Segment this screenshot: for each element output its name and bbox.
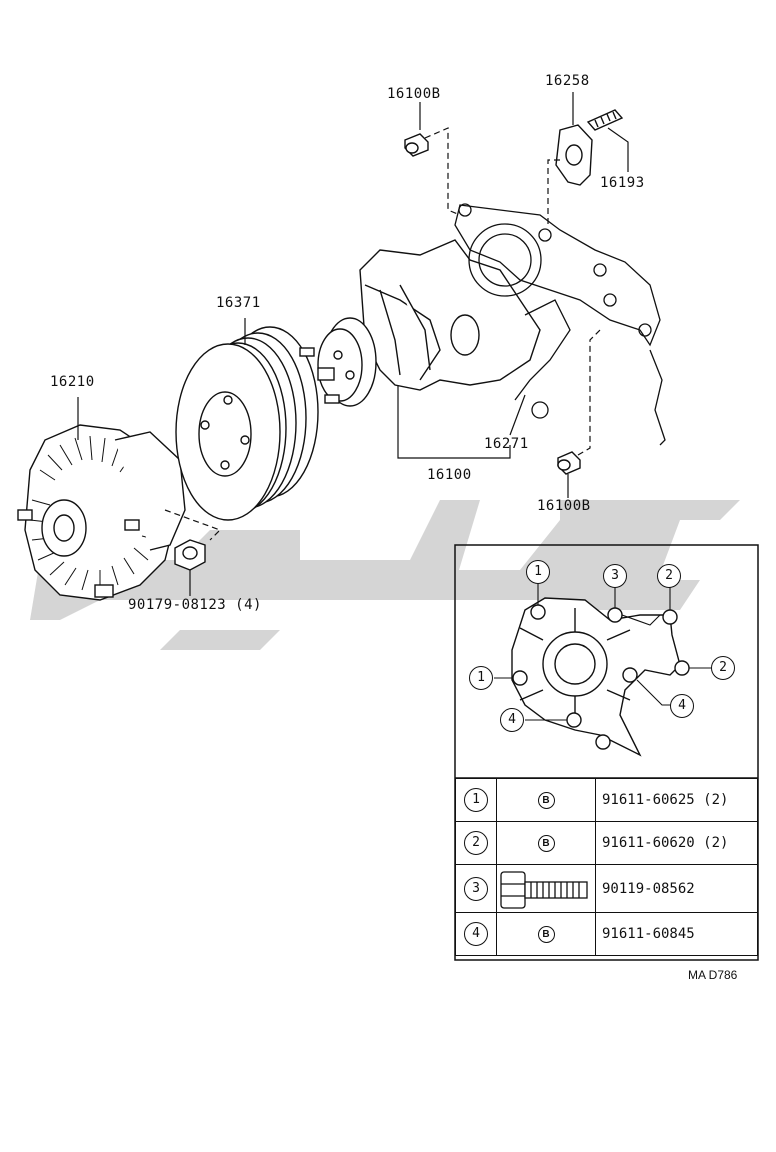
bubble-4-left: 4 xyxy=(500,708,524,732)
gasket-16258 xyxy=(555,124,593,186)
part-number: 91611-60620 (2) xyxy=(595,821,758,865)
bubble-2-top: 2 xyxy=(657,564,681,588)
callout-90179: 90179-08123 (4) xyxy=(128,597,262,613)
bubble-4-right: 4 xyxy=(670,694,694,718)
detail-pump-outline xyxy=(511,597,690,757)
gasket-16271 xyxy=(454,203,666,446)
bolt-drawing-cell xyxy=(496,864,596,913)
stud-16193 xyxy=(586,109,624,131)
callout-16100B-bottom: 16100B xyxy=(537,498,591,514)
fan-clutch-16210 xyxy=(17,424,186,601)
table-row: 2 B 91611-60620 (2) xyxy=(455,821,758,865)
pulley-16371 xyxy=(175,326,319,521)
b-mark-icon: B xyxy=(537,926,555,943)
dashed-line-pin-top xyxy=(424,127,461,216)
part-number: 91611-60845 xyxy=(595,912,758,956)
bubble-2-right: 2 xyxy=(711,656,735,680)
part-number: 90119-08562 xyxy=(595,864,758,913)
row-index: 4 xyxy=(464,922,488,946)
row-index: 3 xyxy=(464,876,488,901)
callout-16193: 16193 xyxy=(600,175,645,191)
part-number: 91611-60625 (2) xyxy=(595,778,758,822)
dashed-line-pin-bottom xyxy=(577,329,601,456)
water-pump-16100 xyxy=(299,239,541,407)
leader-16193 xyxy=(607,127,629,172)
row-index: 1 xyxy=(464,788,488,812)
dashed-line-gasket xyxy=(547,159,560,225)
bubble-1-top: 1 xyxy=(526,560,550,584)
callout-16100B-top: 16100B xyxy=(387,86,441,102)
callout-16258: 16258 xyxy=(545,73,590,89)
detail-frame xyxy=(454,544,759,961)
table-row: 3 90119-08562 xyxy=(455,864,758,913)
callout-16100: 16100 xyxy=(427,467,472,483)
bubble-3: 3 xyxy=(603,564,627,588)
dowel-pin-top xyxy=(404,133,429,157)
diagram-code: MA D786 xyxy=(688,968,738,982)
bracket-16100 xyxy=(397,385,511,459)
bolt-legend-table: 1 B 91611-60625 (2) 2 B 91611-60620 (2) … xyxy=(455,778,758,956)
callout-16271: 16271 xyxy=(484,436,529,452)
table-row: 4 B 91611-60845 xyxy=(455,912,758,956)
detail-leaders xyxy=(494,583,712,721)
leader-16271 xyxy=(509,394,526,436)
table-row: 1 B 91611-60625 (2) xyxy=(455,778,758,822)
dowel-pin-bottom xyxy=(557,451,581,475)
callout-16210: 16210 xyxy=(50,374,95,390)
nut-90179 xyxy=(174,539,206,571)
row-index: 2 xyxy=(464,831,488,855)
bubble-1-left: 1 xyxy=(469,666,493,690)
b-mark-icon: B xyxy=(537,835,555,852)
callout-16371: 16371 xyxy=(216,295,261,311)
b-mark-icon: B xyxy=(537,792,555,809)
